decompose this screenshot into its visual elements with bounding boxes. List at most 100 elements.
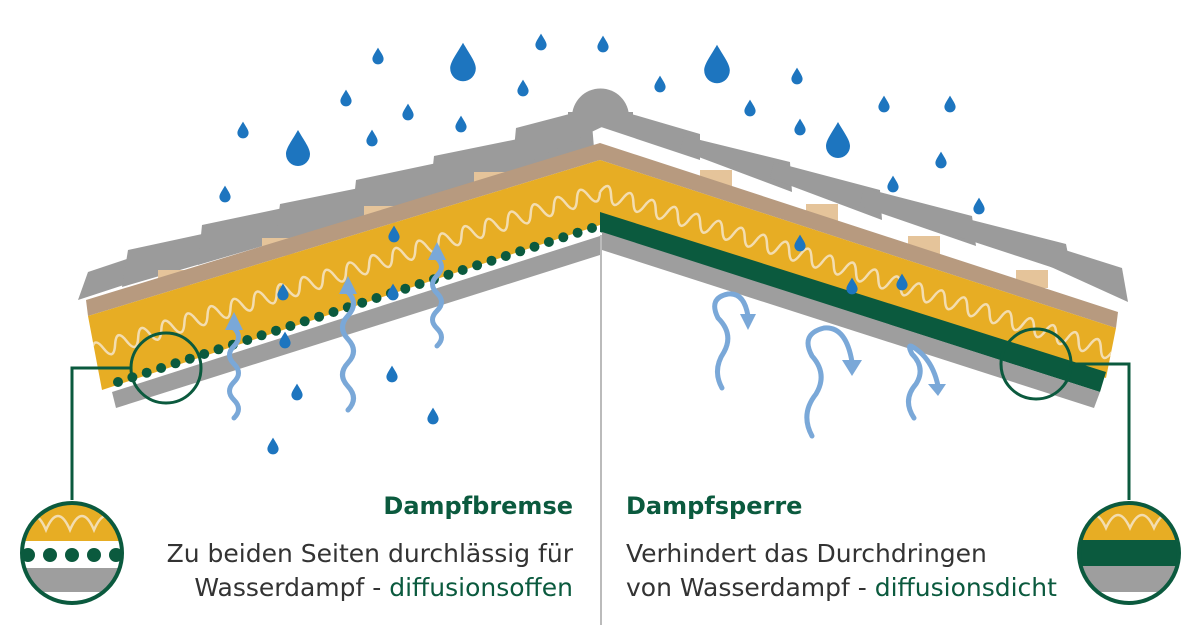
water-drop-icon: [517, 79, 529, 97]
vapor-arrow-head: [428, 242, 446, 260]
water-drops: [219, 33, 985, 455]
vapor-arrows: [225, 242, 946, 439]
vapor-retarder-dot: [529, 241, 540, 252]
vapor-retarder-dot: [472, 260, 483, 271]
water-drop-icon: [237, 121, 249, 139]
right-description-line1: Verhindert das Durchdringen: [626, 539, 987, 568]
vapor-arrow-head: [842, 360, 862, 376]
vapor-arrow-head: [740, 314, 756, 330]
water-drop-icon: [277, 283, 289, 301]
vapor-retarder-dot: [515, 246, 526, 257]
vapor-retarder-dot: [486, 255, 497, 266]
water-drop-icon: [826, 122, 850, 158]
roof-tile: [770, 162, 882, 220]
vapor-retarder-dot: [141, 367, 152, 378]
vapor-retarder-dot: [443, 269, 454, 280]
vapor-retarder-dot: [500, 251, 511, 261]
insulation-pattern: [90, 184, 1113, 360]
left-description-line1: Zu beiden Seiten durchlässig für: [166, 539, 573, 568]
vapor-retarder-dot: [242, 335, 253, 345]
interior-board-right: [602, 232, 1100, 408]
water-drop-icon: [366, 129, 378, 147]
water-drop-icon: [219, 185, 231, 203]
vapor-retarder-dot: [213, 344, 224, 355]
vapor-retarder-dot: [170, 358, 181, 369]
water-drop-icon: [388, 225, 400, 243]
vapor-retarder-dot: [256, 330, 267, 341]
water-drop-icon: [654, 75, 666, 93]
vapor-retarder-dot: [400, 283, 411, 294]
vapor-arrow-icon: [340, 289, 356, 413]
water-drop-icon: [704, 44, 730, 84]
right-description: Verhindert das Durchdringen von Wasserda…: [626, 537, 1057, 605]
water-drop-icon: [896, 273, 908, 291]
vapor-retarder-dot: [558, 232, 569, 243]
vapor-arrow-icon: [430, 255, 444, 349]
detail-circle-left-border: [20, 501, 124, 605]
roof-tile: [512, 106, 604, 170]
vapor-retarder-dot: [371, 293, 382, 303]
detail-circle-right-border: [1077, 501, 1181, 605]
water-drop-icon: [846, 277, 858, 295]
vapor-retarder-dot: [357, 297, 368, 308]
water-drop-icon: [535, 33, 547, 51]
vapor-arrow-icon: [804, 325, 855, 439]
water-drop-icon: [791, 67, 803, 85]
insulation-wave-left: [90, 188, 602, 356]
vapor-retarder-dot: [285, 321, 296, 331]
callout-line-right: [1071, 362, 1131, 500]
left-description-line2: Wasserdampf - diffusionsoffen: [167, 571, 573, 605]
vapor-arrow-icon: [906, 343, 941, 421]
vapor-barrier-membrane: [600, 212, 1106, 392]
water-drop-icon: [267, 437, 279, 455]
water-drop-icon: [973, 197, 985, 215]
vapor-arrow-icon: [712, 291, 751, 391]
water-drop-icon: [291, 383, 303, 401]
water-drop-icon: [286, 130, 310, 166]
callout-line-left: [70, 366, 131, 500]
water-drop-icon: [386, 365, 398, 383]
water-drop-icon: [455, 115, 467, 133]
roof-tiles: [78, 106, 1128, 302]
water-drop-icon: [340, 89, 352, 107]
insulation-wave-right: [599, 184, 1113, 360]
left-description-line2-text: Wasserdampf -: [194, 573, 390, 602]
water-drop-icon: [878, 95, 890, 113]
water-drop-icon: [944, 95, 956, 113]
water-drop-icon: [597, 35, 609, 53]
vapor-retarder-dot: [184, 353, 195, 364]
water-drop-icon: [744, 99, 756, 117]
vapor-arrow-head: [339, 276, 357, 294]
vapor-retarder-dot: [314, 311, 325, 322]
vapor-arrow-head: [225, 312, 243, 330]
vapor-retarder-dot: [414, 279, 425, 289]
vapor-retarder-dots: [113, 223, 597, 387]
vapor-arrow-icon: [227, 325, 241, 421]
water-drop-icon: [427, 407, 439, 425]
left-accent: diffusionsoffen: [389, 573, 573, 602]
water-drop-icon: [794, 118, 806, 136]
vapor-retarder-dot: [299, 316, 310, 327]
vapor-retarder-dot: [457, 265, 468, 275]
water-drop-icon: [450, 42, 476, 82]
water-drop-icon: [935, 151, 947, 169]
roof-tile: [1040, 244, 1128, 302]
water-drop-icon: [372, 47, 384, 65]
left-description: Zu beiden Seiten durchlässig für Wasserd…: [167, 537, 573, 605]
water-drop-icon: [887, 175, 899, 193]
water-drop-icon: [794, 234, 806, 252]
vapor-retarder-dot: [271, 325, 281, 336]
vapor-retarder-dot: [113, 377, 123, 387]
vapor-retarder-dot: [572, 227, 583, 238]
water-drop-icon: [402, 103, 414, 121]
roof-tile: [860, 188, 976, 246]
ridge-cap: [572, 88, 629, 117]
ridge-cap-base: [568, 112, 633, 120]
vapor-retarder-dot: [328, 307, 339, 317]
insulation-layer: [88, 160, 1116, 390]
left-title: Dampfbremse: [383, 492, 573, 520]
roof-tile: [680, 136, 792, 192]
water-drop-icon: [279, 331, 291, 349]
vapor-retarder-dot: [543, 237, 554, 247]
